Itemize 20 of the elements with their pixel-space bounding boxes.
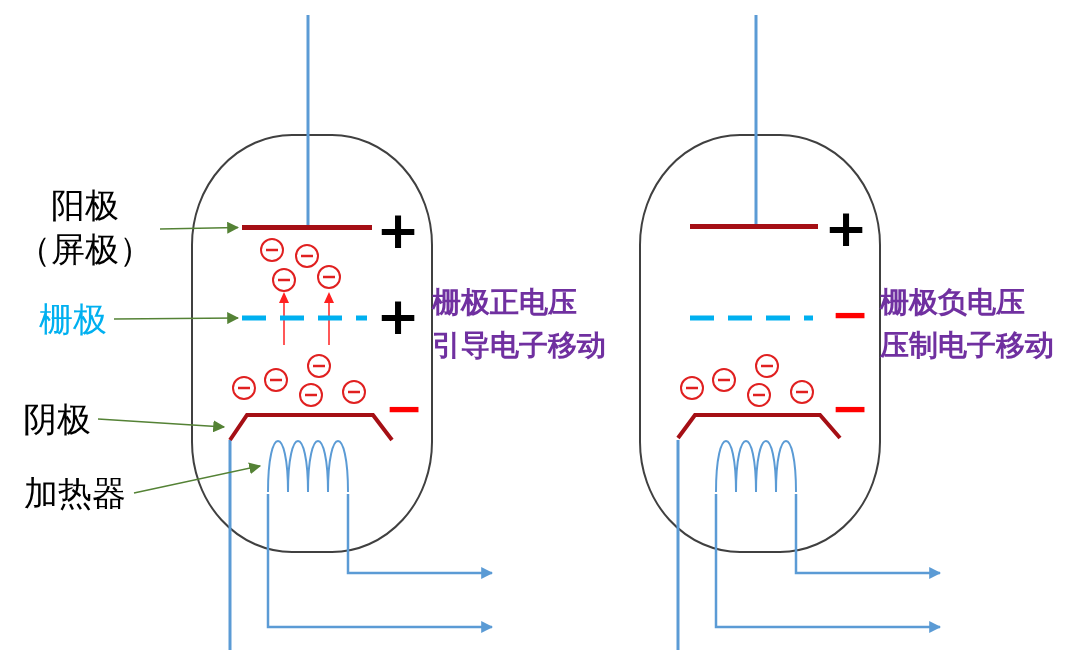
polarity-sign: − <box>830 380 870 436</box>
polarity-sign: + <box>824 200 868 256</box>
part-label: 阳极 <box>50 184 120 227</box>
polarity-sign: − <box>830 286 870 342</box>
leader-line <box>133 462 262 494</box>
wire-arrow <box>266 494 494 633</box>
polarity-sign: + <box>376 288 420 344</box>
wire-arrow <box>794 494 942 579</box>
part-label: 阴极 <box>22 398 92 441</box>
wire-arrow <box>346 494 494 579</box>
polarity-sign: − <box>384 380 424 436</box>
part-label: （屏极） <box>16 228 154 271</box>
leader-line <box>159 221 240 234</box>
part-label: 栅极 <box>38 298 108 341</box>
polarity-sign: + <box>376 202 420 258</box>
leader-line <box>97 418 226 433</box>
leader-line <box>113 312 240 325</box>
wire-arrow <box>714 494 942 633</box>
note-text: 引导电子移动 <box>432 327 606 363</box>
part-label: 加热器 <box>23 472 127 515</box>
